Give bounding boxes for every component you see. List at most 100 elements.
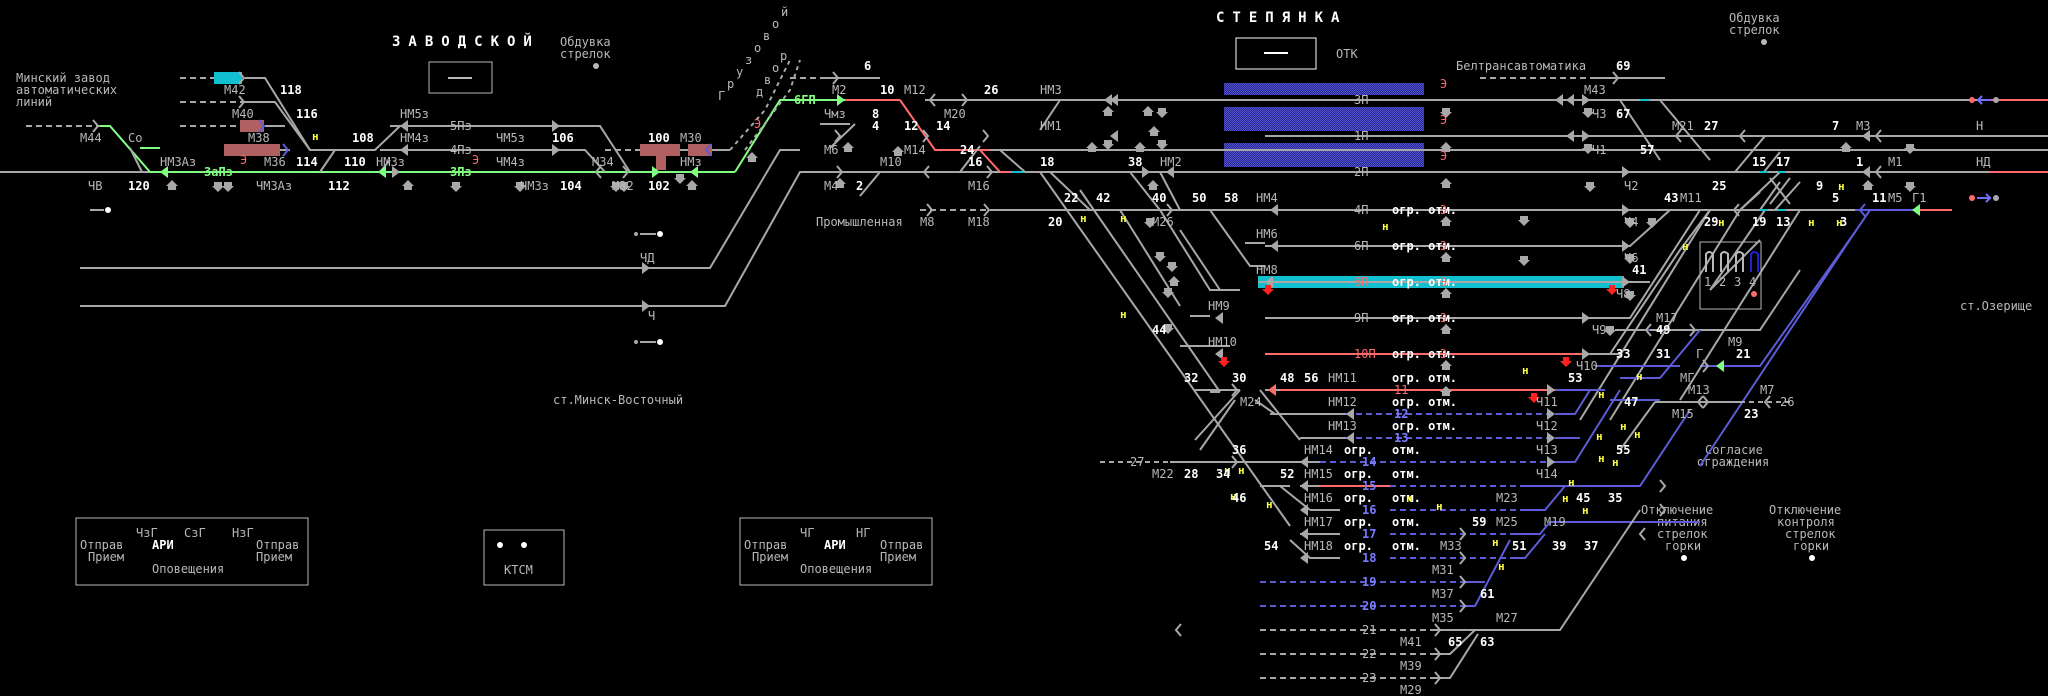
shunt-signal-icon[interactable] xyxy=(704,143,712,157)
signal-n-icon[interactable] xyxy=(1862,130,1870,142)
shunt-signal-icon[interactable] xyxy=(1674,129,1682,143)
signal-arrow-icon[interactable] xyxy=(1300,480,1308,492)
shunt-signal-icon[interactable] xyxy=(1434,647,1442,661)
signal-arrow-icon[interactable] xyxy=(1547,432,1555,444)
shunt-signal-icon[interactable] xyxy=(834,129,842,143)
signal-arrow-icon[interactable] xyxy=(1268,384,1276,396)
otkl-pitaniya-button[interactable]: Отключение питания стрелок горки xyxy=(1641,503,1713,561)
signal-arrow-icon[interactable] xyxy=(1547,456,1555,468)
shunt-signal-icon[interactable] xyxy=(1738,129,1746,143)
signal-arrow-icon[interactable] xyxy=(1166,166,1174,178)
shunt-signal-icon[interactable] xyxy=(1166,203,1174,217)
shunt-signal-icon[interactable] xyxy=(986,165,994,179)
shunt-signal-icon[interactable] xyxy=(1696,395,1704,409)
signal-arrow-icon[interactable] xyxy=(1300,456,1308,468)
shunt-signal-icon[interactable] xyxy=(1689,323,1697,337)
shunt-signal-icon[interactable] xyxy=(1638,527,1646,541)
arrival-direction-indicator[interactable] xyxy=(1969,193,1999,203)
shunt-signal-icon[interactable] xyxy=(1174,623,1182,637)
signal-arrow-icon[interactable] xyxy=(1300,528,1308,540)
signal-arrow-icon[interactable] xyxy=(1622,166,1630,178)
shunt-signal-icon[interactable] xyxy=(961,93,969,107)
shunt-signal-icon[interactable] xyxy=(836,165,844,179)
signal-arrow-icon[interactable] xyxy=(1300,504,1308,516)
stepyanka-status-box[interactable] xyxy=(1235,37,1317,70)
signal-arrow-icon[interactable] xyxy=(1104,94,1112,106)
shunt-signal-icon[interactable] xyxy=(1231,455,1239,469)
signal-arrow-icon[interactable] xyxy=(1300,552,1308,564)
signal-arrow-icon[interactable] xyxy=(552,144,560,156)
shunt-signal-icon[interactable] xyxy=(926,203,934,217)
shunt-signal-icon[interactable] xyxy=(238,95,246,109)
shunt-signal-icon[interactable] xyxy=(1702,395,1710,409)
signal-arrow-icon[interactable] xyxy=(1346,432,1354,444)
signal-arrow-icon[interactable] xyxy=(1142,166,1150,178)
signal-arrow-icon[interactable] xyxy=(400,120,408,132)
signal-nm3az-icon[interactable] xyxy=(160,166,168,178)
shunt-signal-icon[interactable] xyxy=(1612,71,1620,85)
shunt-signal-icon[interactable] xyxy=(1459,599,1467,613)
signal-arrow-icon[interactable] xyxy=(1582,312,1590,324)
signal-arrow-icon[interactable] xyxy=(1622,204,1630,216)
shunt-signal-icon[interactable] xyxy=(1874,165,1882,179)
signal-chd-icon[interactable] xyxy=(642,262,650,274)
shunt-signal-icon[interactable] xyxy=(922,129,930,143)
shunt-signal-icon[interactable] xyxy=(1434,623,1442,637)
shunt-signal-icon[interactable] xyxy=(1874,129,1882,143)
obduvka-right-button[interactable]: Обдувка стрелок xyxy=(1729,11,1780,45)
signal-nd-icon[interactable] xyxy=(1862,166,1870,178)
ari-right-panel[interactable]: ЧГ НГ Отправ Прием АРИ Отправ Прием Опов… xyxy=(739,517,933,586)
shunt-signal-icon[interactable] xyxy=(832,71,840,85)
otkl-kontrolya-button[interactable]: Отключение контроля стрелок горки xyxy=(1769,503,1841,561)
signal-arrow-icon[interactable] xyxy=(1110,94,1118,106)
signal-arrow-icon[interactable] xyxy=(1270,204,1278,216)
shunt-signal-icon[interactable] xyxy=(1858,203,1866,217)
signal-chv-icon[interactable] xyxy=(392,166,400,178)
shunt-signal-icon[interactable] xyxy=(282,143,290,157)
minsk-departure-indicator[interactable] xyxy=(634,231,663,237)
shunt-signal-icon[interactable] xyxy=(1644,323,1652,337)
shunt-signal-icon[interactable] xyxy=(922,165,930,179)
signal-arrow-icon[interactable] xyxy=(1582,130,1590,142)
shunt-signal-icon[interactable] xyxy=(928,93,936,107)
shunt-signal-icon[interactable] xyxy=(622,165,630,179)
obduvka-left-button[interactable]: Обдувка стрелок xyxy=(560,35,611,69)
signal-arrow-icon[interactable] xyxy=(1582,348,1590,360)
minsk-arrival-indicator[interactable] xyxy=(634,339,663,345)
shunt-signal-icon[interactable] xyxy=(1459,575,1467,589)
ktsm-panel[interactable]: КТСМ xyxy=(483,529,565,586)
signal-arrow-icon[interactable] xyxy=(552,120,560,132)
signal-arrow-icon[interactable] xyxy=(1547,408,1555,420)
signal-arrow-icon[interactable] xyxy=(1110,130,1118,142)
ari-left-panel[interactable]: ЧзГ СзГ НзГ Отправ Прием АРИ Отправ Прие… xyxy=(75,517,309,586)
signal-arrow-icon[interactable] xyxy=(1622,240,1630,252)
shunt-signal-icon[interactable] xyxy=(983,203,991,217)
signal-g1-icon[interactable] xyxy=(1912,204,1920,216)
signal-chmz-icon[interactable] xyxy=(837,94,845,106)
signal-arrow-icon[interactable] xyxy=(400,144,408,156)
signal-arrow-icon[interactable] xyxy=(1270,240,1278,252)
shunt-signal-icon[interactable] xyxy=(1732,203,1740,217)
shunt-signal-icon[interactable] xyxy=(982,129,990,143)
shunt-signal-icon[interactable] xyxy=(594,165,602,179)
signal-arrow-icon[interactable] xyxy=(1566,94,1574,106)
shunt-signal-icon[interactable] xyxy=(1231,383,1239,397)
signal-arrow-icon[interactable] xyxy=(1346,408,1354,420)
zavodskoy-status-box[interactable] xyxy=(428,61,493,94)
soglasie-ograzhdeniya-button[interactable]: Согласие ограждения xyxy=(1697,443,1769,469)
signal-arrow-icon[interactable] xyxy=(652,166,660,178)
signal-arrow-icon[interactable] xyxy=(1566,130,1574,142)
shunt-signal-icon[interactable] xyxy=(1659,479,1667,493)
mzal-direction-indicator[interactable] xyxy=(105,207,111,213)
signal-arrow-icon[interactable] xyxy=(1622,276,1630,288)
shunt-signal-icon[interactable] xyxy=(1763,395,1771,409)
signal-nmz-icon[interactable] xyxy=(690,166,698,178)
signal-g-icon[interactable] xyxy=(1716,360,1724,372)
shunt-signal-icon[interactable] xyxy=(1459,551,1467,565)
signal-arrow-icon[interactable] xyxy=(1582,94,1590,106)
shunt-signal-icon[interactable] xyxy=(238,71,246,85)
shunt-signal-icon[interactable] xyxy=(1459,527,1467,541)
shunt-signal-icon[interactable] xyxy=(1702,359,1710,373)
shunt-signal-icon[interactable] xyxy=(258,119,266,133)
signal-arrow-icon[interactable] xyxy=(1215,312,1223,324)
